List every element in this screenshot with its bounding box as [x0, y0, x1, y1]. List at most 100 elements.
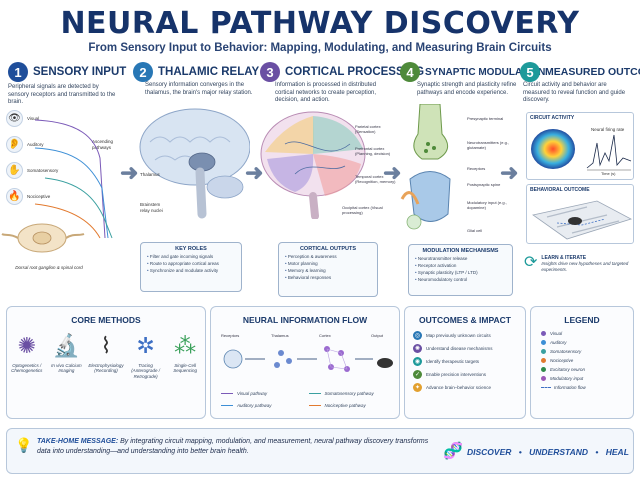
legend-list: Visual Auditory Somatosensory Nociceptiv… — [531, 331, 633, 390]
stage-2-desc: Sensory information converges in the tha… — [145, 82, 253, 96]
excitatory-dot — [541, 367, 546, 372]
neuron-tracing-icon: ✲ — [136, 333, 155, 358]
legend-title: LEGEND — [564, 315, 600, 325]
impact-item: ✓Enable precision interventions — [413, 370, 517, 379]
flow-node-receptors: Receptors — [221, 333, 240, 338]
impact-label: Understand disease mechanisms — [426, 346, 493, 351]
lightbulb-icon: ✦ — [413, 383, 422, 392]
modulation-mechanisms-box: MODULATION MECHANISMS Neurotransmitter r… — [408, 244, 513, 296]
brain-icon: ✺ — [413, 344, 422, 353]
legend-label: Auditory — [550, 340, 567, 345]
auditory-dot — [541, 340, 546, 345]
take-home-banner: 💡 TAKE-HOME MESSAGE: By integrating circ… — [6, 428, 634, 474]
somatosensory-dot — [541, 349, 546, 354]
flow-arrow-1: ➜ — [120, 160, 139, 185]
legend-label: Visual — [550, 331, 563, 336]
target-icon: ◉ — [413, 357, 422, 366]
legend-item-excitatory: Excitatory neuron — [541, 367, 623, 372]
waveform-icon: ⌇ — [100, 333, 112, 358]
legend-item-modulatory: Modulatory input — [541, 376, 623, 381]
lightbulb-icon: 💡 — [15, 437, 33, 453]
circuit-activity-title: CIRCUIT ACTIVITY — [530, 115, 575, 121]
method-label: Tracing (Anterograde / Retrograde) — [131, 363, 160, 379]
brainstem-label: Brainstem relay nuclei — [140, 202, 163, 213]
auditory-line-swatch — [221, 404, 233, 407]
method-sequencing: ⁂Single-Cell Sequencing — [165, 329, 205, 379]
learn-title: LEARN & ITERATE — [541, 255, 587, 261]
mechanism-item: Receptor activation — [415, 263, 506, 270]
flow-legend-nociceptive: Nociceptive pathway — [308, 403, 397, 408]
cortical-output-item: Perception & awareness — [285, 254, 371, 261]
behavioral-outcome-panel: BEHAVIORAL OUTCOME — [526, 184, 634, 244]
mechanism-item: Synaptic plasticity (LTP / LTD) — [415, 270, 506, 277]
stage-4-title: SYNAPTIC MODULATION — [425, 66, 546, 78]
key-role-item: Filter and gate incoming signals — [147, 254, 235, 261]
stage-2-header: 2 THALAMIC RELAY — [133, 62, 259, 82]
sense-visual: 👁 Visual — [6, 110, 126, 127]
motto-separator: • — [518, 447, 522, 457]
stage-1-number: 1 — [8, 62, 28, 82]
sense-nociceptive-label: Nociceptive — [27, 194, 51, 199]
cortex-label-occipital: Occipital cortex (Visual processing) — [342, 205, 383, 216]
synapse-label-glial: Glial cell — [467, 228, 483, 233]
synapse-label-neurotransmitters: Neurotransmitters (e.g., glutamate) — [467, 140, 510, 151]
flow-arrow-3: ➜ — [383, 160, 402, 185]
flow-legend-label: Somatosensory pathway — [324, 391, 374, 396]
microscope-icon: 🔬 — [52, 333, 81, 358]
mechanism-item: Neurotransmitter release — [415, 256, 506, 263]
hand-icon: ✋ — [6, 162, 23, 179]
circuit-activity-panel: CIRCUIT ACTIVITY Neural firing rate Time… — [526, 112, 634, 180]
map-icon: ◎ — [413, 331, 422, 340]
take-home-label: TAKE-HOME MESSAGE: — [37, 438, 119, 445]
neural-flow-title: NEURAL INFORMATION FLOW — [242, 315, 368, 325]
outcomes-impact-title: OUTCOMES & IMPACT — [419, 315, 511, 325]
sense-somatosensory-label: Somatosensory — [27, 168, 59, 173]
modulation-mechanisms-title: MODULATION MECHANISMS — [422, 248, 499, 254]
cortical-outputs-title: CORTICAL OUTPUTS — [299, 246, 357, 252]
thalamus-label: Thalamus — [140, 172, 160, 177]
firing-rate-label: Neural firing rate — [591, 127, 625, 132]
stage-3-title: CORTICAL PROCESSING — [285, 66, 425, 78]
synapse-label-modulatory: Modulatory input (e.g., dopamine) — [467, 200, 507, 211]
method-label: Optogenetics / Chemogenetics — [11, 363, 43, 374]
legend-item-auditory: Auditory — [541, 340, 623, 345]
flow-node-output: Output — [371, 333, 384, 338]
legend-item-somatosensory: Somatosensory — [541, 349, 623, 354]
impact-list: ◎Map previously unknown circuits ✺Unders… — [405, 331, 525, 392]
dashed-arrow-swatch — [541, 387, 551, 388]
key-role-item: Route to appropriate cortical areas — [147, 261, 235, 268]
sense-somatosensory: ✋ Somatosensory — [6, 162, 126, 179]
method-calcium-imaging: 🔬 In vivo Calcium Imaging — [47, 329, 87, 379]
stage-1-desc: Peripheral signals are detected by senso… — [8, 84, 116, 105]
flow-legend: Visual pathway Somatosensory pathway Aud… — [221, 391, 396, 412]
flow-legend-visual: Visual pathway — [221, 391, 309, 396]
page-title: NEURAL PATHWAY DISCOVERY — [60, 6, 580, 41]
sensory-pathway-lines — [1, 119, 113, 253]
checkmark-icon: ✓ — [413, 370, 422, 379]
key-role-item: Synchronize and modulate activity — [147, 268, 235, 275]
stage-3-header: 3 CORTICAL PROCESSING — [260, 62, 424, 82]
flow-arrow-2: ➜ — [245, 160, 264, 185]
cortex-label-prefrontal: Prefrontal cortex (Planning, decision) — [355, 146, 391, 157]
stage-4-header: 4 SYNAPTIC MODULATION — [400, 62, 545, 82]
flow-legend-label: Nociceptive pathway — [324, 403, 366, 408]
impact-item: ✦Advance brain–behavior science — [413, 383, 517, 392]
sense-nociceptive: 🔥 Nociceptive — [6, 188, 126, 205]
legend-item-nociceptive: Nociceptive — [541, 358, 623, 363]
cortex-brain-illustration — [260, 111, 366, 219]
learn-desc: Insights drive new hypotheses and target… — [541, 261, 629, 272]
ascending-label: Ascending pathways — [92, 139, 114, 150]
stage-2-title: THALAMIC RELAY — [158, 66, 260, 78]
flow-legend-somatosensory: Somatosensory pathway — [308, 391, 397, 396]
motto-heal: HEAL — [605, 447, 629, 457]
key-roles-title: KEY ROLES — [175, 246, 207, 252]
cortical-output-item: Memory & learning — [285, 268, 371, 275]
sensory-list: 👁 Visual 👂 Auditory ✋ Somatosensory 🔥 No… — [6, 110, 126, 205]
method-label: In vivo Calcium Imaging — [51, 363, 82, 374]
optogenetics-icon: ✺ — [17, 333, 37, 358]
legend-label: Information flow — [554, 385, 586, 390]
nociceptive-line-swatch — [308, 404, 321, 407]
flow-node-cortex: Cortex — [319, 333, 331, 338]
mechanism-item: Neuromodulatory control — [415, 277, 506, 284]
cortical-output-item: Behavioral responses — [285, 275, 371, 282]
